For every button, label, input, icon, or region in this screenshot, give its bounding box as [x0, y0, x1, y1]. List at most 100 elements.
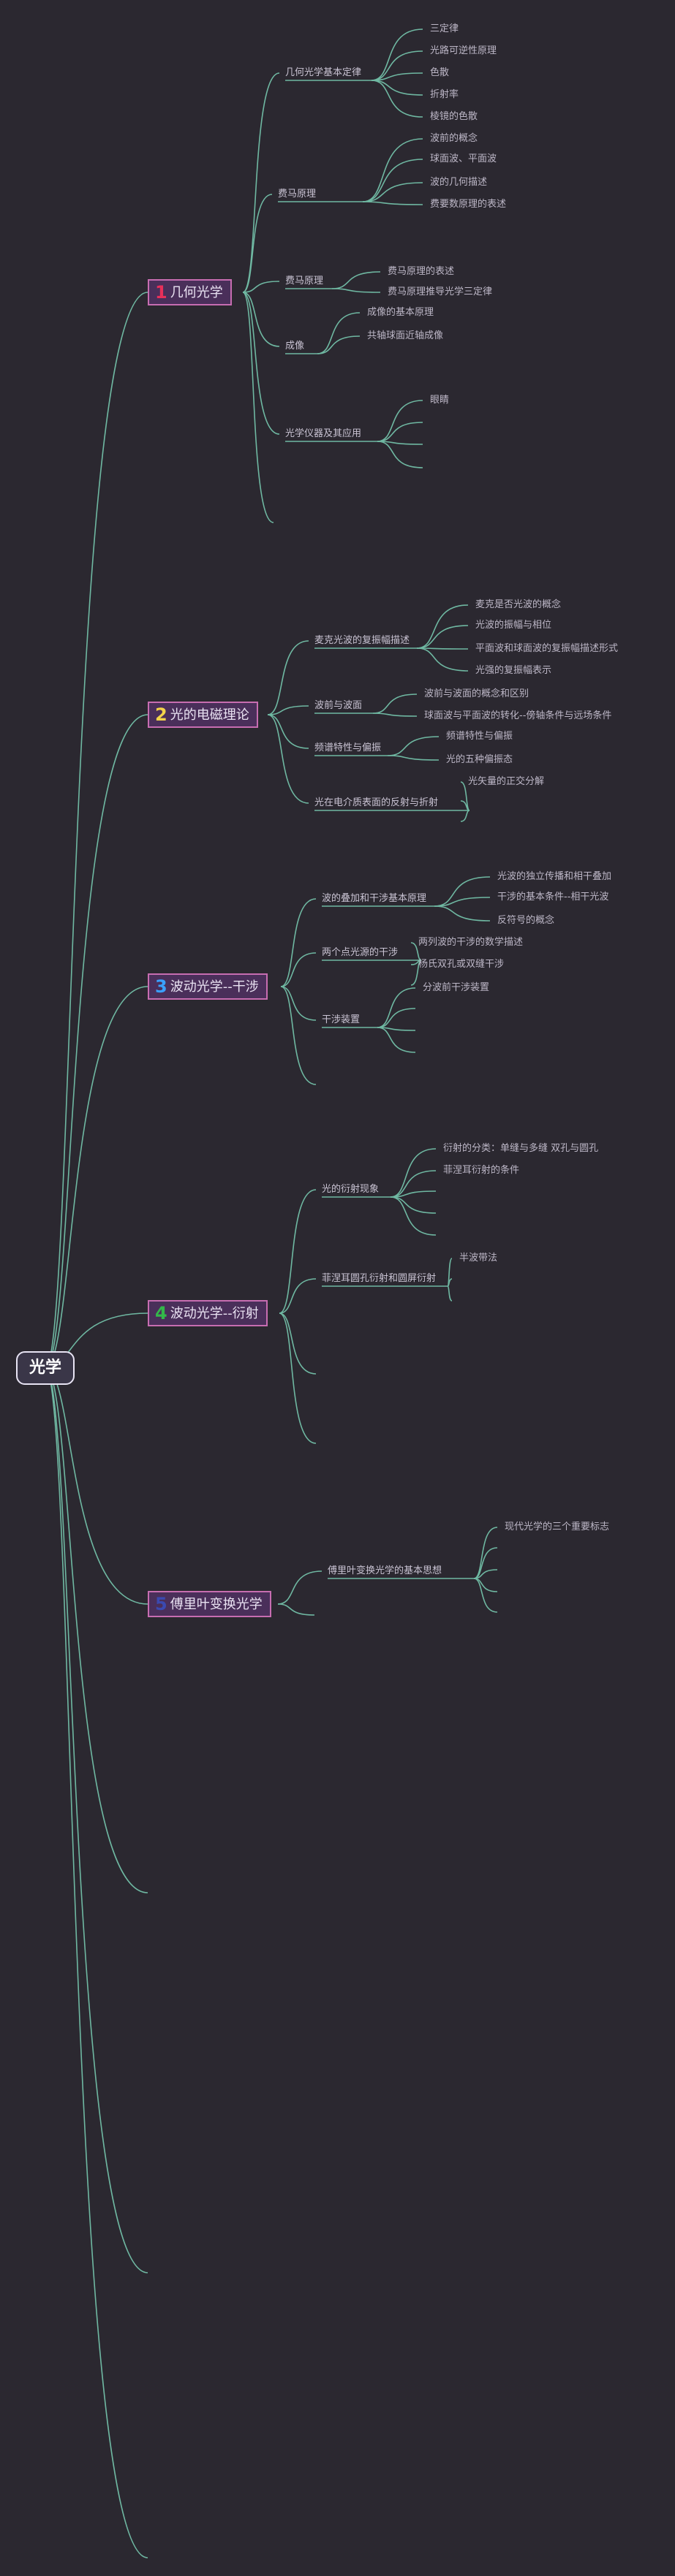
leaf-item[interactable]: 杨氏双孔或双缝干涉 [418, 959, 505, 970]
topic-connector [280, 986, 317, 1021]
leaf-item[interactable]: 现代光学的三个重要标志 [505, 1521, 610, 1532]
leaf-item[interactable]: 共轴球面近轴成像 [367, 330, 444, 341]
leaf-connector [434, 876, 491, 907]
leaf-item[interactable]: 费马原理的表述 [388, 266, 455, 277]
leaf-connector [331, 271, 381, 289]
leaf-item[interactable]: 平面波和球面波的复振幅描述形式 [475, 643, 619, 654]
leaf-item[interactable]: 干涉的基本条件--相干光波 [497, 892, 609, 903]
topic-connector [280, 986, 317, 1085]
subtopic[interactable]: 成像 [285, 341, 305, 352]
leaf-item[interactable]: 费要数原理的表述 [430, 199, 507, 210]
leaf-connector [460, 800, 470, 811]
topic-label: 波动光学--干涉 [170, 979, 259, 995]
topic-connector [279, 1312, 317, 1375]
leaf-item[interactable]: 衍射的分类：单缝与多缝 双孔与圆孔 [443, 1143, 599, 1154]
topic-label: 光的电磁理论 [170, 707, 249, 723]
topic-number: 4 [155, 1303, 167, 1323]
topic-label: 波动光学--衍射 [170, 1306, 259, 1321]
leaf-item[interactable]: 三定律 [430, 23, 459, 34]
root-connector [45, 714, 148, 1369]
topic-connector [242, 281, 280, 293]
subtopic[interactable]: 菲涅耳圆孔衍射和圆屏衍射 [322, 1273, 437, 1284]
leaf-item[interactable]: 频谱特性与偏振 [446, 731, 513, 742]
leaf-item[interactable]: 球面波、平面波 [430, 153, 497, 164]
leaf-item[interactable]: 反符号的概念 [497, 915, 555, 926]
topic-connector [242, 292, 280, 435]
leaf-connector [473, 1578, 498, 1613]
subtopic[interactable]: 光学仪器及其应用 [285, 428, 362, 439]
leaf-item[interactable]: 分波前干涉装置 [423, 982, 490, 993]
leaf-connector [377, 400, 423, 442]
leaf-connector [387, 755, 440, 761]
leaf-item[interactable]: 光的五种偏振态 [446, 754, 513, 765]
leaf-item[interactable]: 波的几何描述 [430, 177, 488, 188]
root-connector [45, 1367, 148, 2273]
leaf-connector [317, 335, 361, 354]
leaf-connector [377, 441, 423, 445]
subtopic[interactable]: 麦克光波的复振幅描述 [314, 635, 410, 646]
leaf-connector [434, 905, 491, 922]
subtopic[interactable]: 费马原理 [285, 276, 324, 286]
subtopic[interactable]: 光在电介质表面的反射与折射 [314, 797, 439, 808]
leaf-connector [416, 625, 469, 649]
topic-connector [267, 705, 309, 715]
leaf-connector [410, 960, 422, 986]
subtopic[interactable]: 频谱特性与偏振 [314, 742, 382, 753]
leaf-connector [317, 312, 361, 354]
root-connector [45, 292, 148, 1369]
leaf-item[interactable]: 眼睛 [430, 395, 450, 406]
leaf-connector [371, 72, 423, 81]
leaf-item[interactable]: 折射率 [430, 89, 459, 100]
root-connector [45, 1367, 148, 2558]
leaf-item[interactable]: 光路可逆性原理 [430, 45, 497, 56]
leaf-connector [416, 647, 469, 672]
topic-connector [280, 952, 317, 987]
leaf-connector [377, 441, 423, 468]
leaf-item[interactable]: 麦克是否光波的概念 [475, 599, 562, 610]
leaf-connector [371, 80, 423, 96]
topic-connector [279, 1189, 317, 1314]
subtopic[interactable]: 傅里叶变换光学的基本思想 [328, 1565, 442, 1576]
leaf-item[interactable]: 波前与波面的概念和区别 [424, 688, 529, 699]
topic-connector [242, 292, 280, 347]
subtopic[interactable]: 两个点光源的干涉 [322, 947, 399, 958]
subtopic[interactable]: 光的衍射现象 [322, 1184, 380, 1195]
leaf-item[interactable]: 半波带法 [459, 1253, 498, 1264]
subtopic[interactable]: 几何光学基本定律 [285, 67, 362, 78]
leaf-item[interactable]: 光波的独立传播和相干叠加 [497, 871, 612, 882]
subtopic[interactable]: 费马原理 [278, 189, 317, 200]
topic-connector [280, 898, 317, 987]
subtopic[interactable]: 波前与波面 [314, 700, 363, 711]
leaf-connector [331, 288, 381, 293]
leaf-connector [473, 1547, 498, 1579]
topic-number: 2 [155, 704, 167, 725]
leaf-item[interactable]: 费马原理推导光学三定律 [388, 286, 493, 297]
leaf-connector [390, 1170, 437, 1198]
root-node[interactable]: 光学 [16, 1351, 75, 1385]
leaf-connector [362, 201, 423, 205]
leaf-item[interactable]: 菲涅耳衍射的条件 [443, 1165, 520, 1176]
topic-connector [267, 714, 309, 804]
leaf-item[interactable]: 棱镜的色散 [430, 111, 478, 122]
subtopic[interactable]: 干涉装置 [322, 1014, 361, 1025]
leaf-item[interactable]: 光矢量的正交分解 [468, 776, 545, 787]
leaf-item[interactable]: 光波的振幅与相位 [475, 620, 552, 631]
leaf-item[interactable]: 球面波与平面波的转化--傍轴条件与远场条件 [424, 710, 612, 721]
leaf-connector [371, 50, 423, 81]
leaf-item[interactable]: 波前的概念 [430, 133, 478, 144]
subtopic[interactable]: 波的叠加和干涉基本原理 [322, 893, 427, 904]
leaf-item[interactable]: 成像的基本原理 [367, 307, 434, 318]
leaf-item[interactable]: 光强的复振幅表示 [475, 665, 552, 676]
leaf-connector [377, 1008, 416, 1028]
topic-connector [242, 194, 273, 293]
leaf-connector [371, 80, 423, 118]
leaf-connector [371, 29, 423, 81]
leaf-connector [447, 1285, 453, 1302]
leaf-item[interactable]: 色散 [430, 67, 450, 78]
leaf-item[interactable]: 两列波的干涉的数学描述 [418, 937, 524, 948]
